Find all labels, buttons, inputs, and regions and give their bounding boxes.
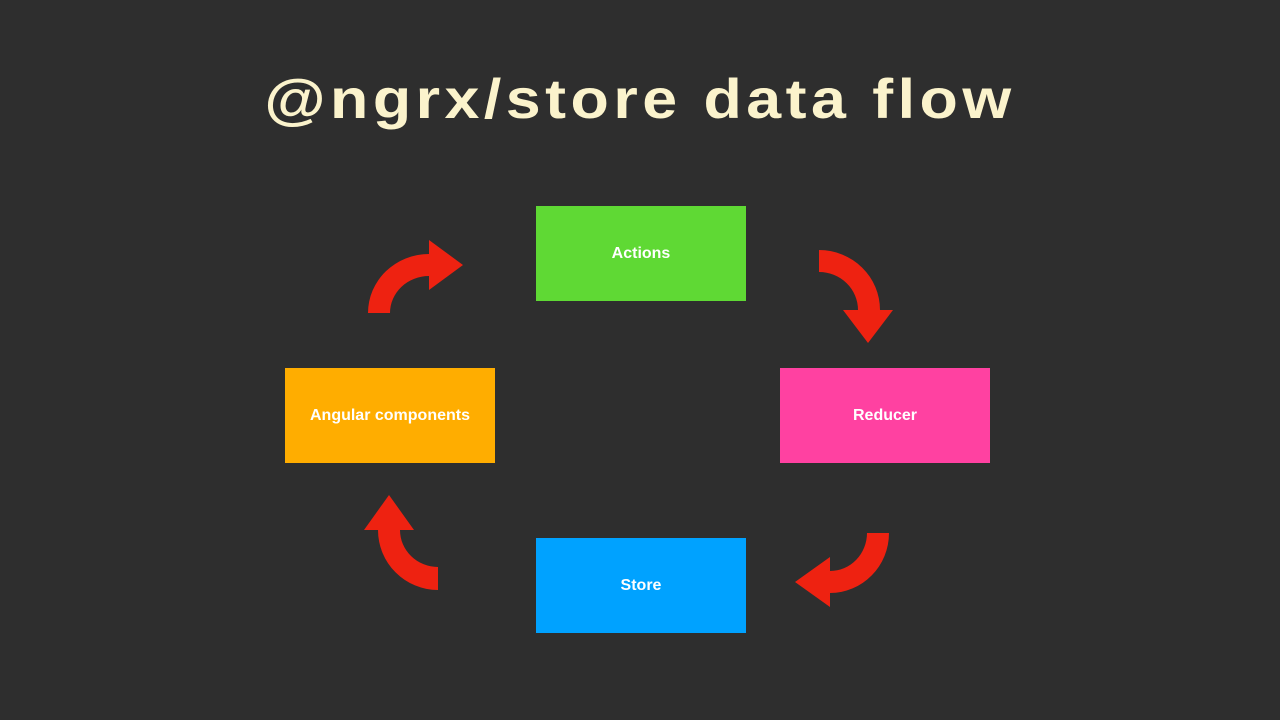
page-title: @ngrx/store data flow [264, 67, 1016, 130]
actions-label: Actions [611, 244, 671, 262]
curved-arrow-icon-components-to-actions [368, 240, 463, 313]
curved-arrow-icon-reducer-to-store [795, 533, 889, 607]
curved-arrow-icon-actions-to-reducer [819, 250, 893, 343]
actions-node: Actions [536, 206, 746, 301]
angular-components-label: Angular components [309, 406, 470, 424]
store-node: Store [536, 538, 746, 633]
reducer-label: Reducer [852, 406, 918, 424]
angular-components-node: Angular components [285, 368, 495, 463]
curved-arrow-icon-store-to-components [364, 495, 438, 590]
reducer-node: Reducer [780, 368, 990, 463]
store-label: Store [620, 576, 662, 594]
